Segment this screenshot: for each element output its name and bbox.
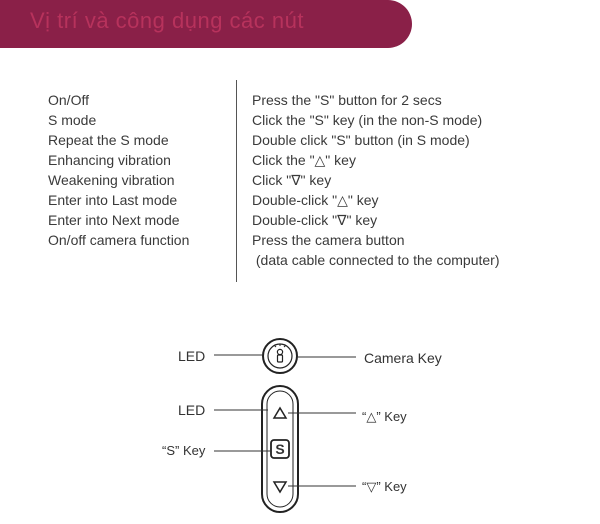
operation-text: Press the camera button	[252, 232, 405, 248]
action-label: Enter into Last mode	[48, 192, 178, 208]
operation-text: Click "∇" key	[252, 172, 332, 188]
action-column: On/Off S mode Repeat the S mode Enhancin…	[48, 90, 189, 250]
s-key-label: “S” Key	[162, 443, 206, 458]
action-label: On/off camera function	[48, 232, 190, 248]
action-label: On/Off	[48, 92, 89, 108]
camera-key	[262, 338, 298, 374]
operation-text: Press the "S" button for 2 secs	[252, 92, 442, 108]
leader-lines	[214, 354, 356, 487]
led-top-label: LED	[178, 348, 205, 364]
s-key: S	[270, 439, 290, 459]
action-label: Repeat the S mode	[48, 132, 169, 148]
camera-key-label: Camera Key	[364, 350, 442, 366]
title-banner: Vị trí và công dụng các nút	[0, 0, 412, 48]
operation-text: Click the "△" key	[252, 152, 356, 168]
camera-icon	[273, 343, 287, 363]
operation-column: Press the "S" button for 2 secs Click th…	[252, 90, 499, 270]
down-key	[272, 481, 288, 494]
action-label: Enhancing vibration	[48, 152, 171, 168]
led-side-label: LED	[178, 402, 205, 418]
operation-text: Click the "S" key (in the non-S mode)	[252, 112, 483, 128]
action-label: Enter into Next mode	[48, 212, 180, 228]
page-title: Vị trí và công dụng các nút	[30, 8, 304, 33]
s-key-glyph: S	[275, 441, 284, 457]
operation-text: Double click "S" button (in S mode)	[252, 132, 470, 148]
column-divider	[236, 80, 237, 282]
down-key-label: “▽” Key	[362, 479, 407, 494]
action-label: S mode	[48, 112, 97, 128]
action-label: Weakening vibration	[48, 172, 175, 188]
up-key	[272, 406, 288, 419]
operation-text: Double-click "∇" key	[252, 212, 378, 228]
up-key-label: “△” Key	[362, 409, 407, 424]
operation-note: (data cable connected to the computer)	[252, 252, 500, 268]
operation-text: Double-click "△" key	[252, 192, 379, 208]
